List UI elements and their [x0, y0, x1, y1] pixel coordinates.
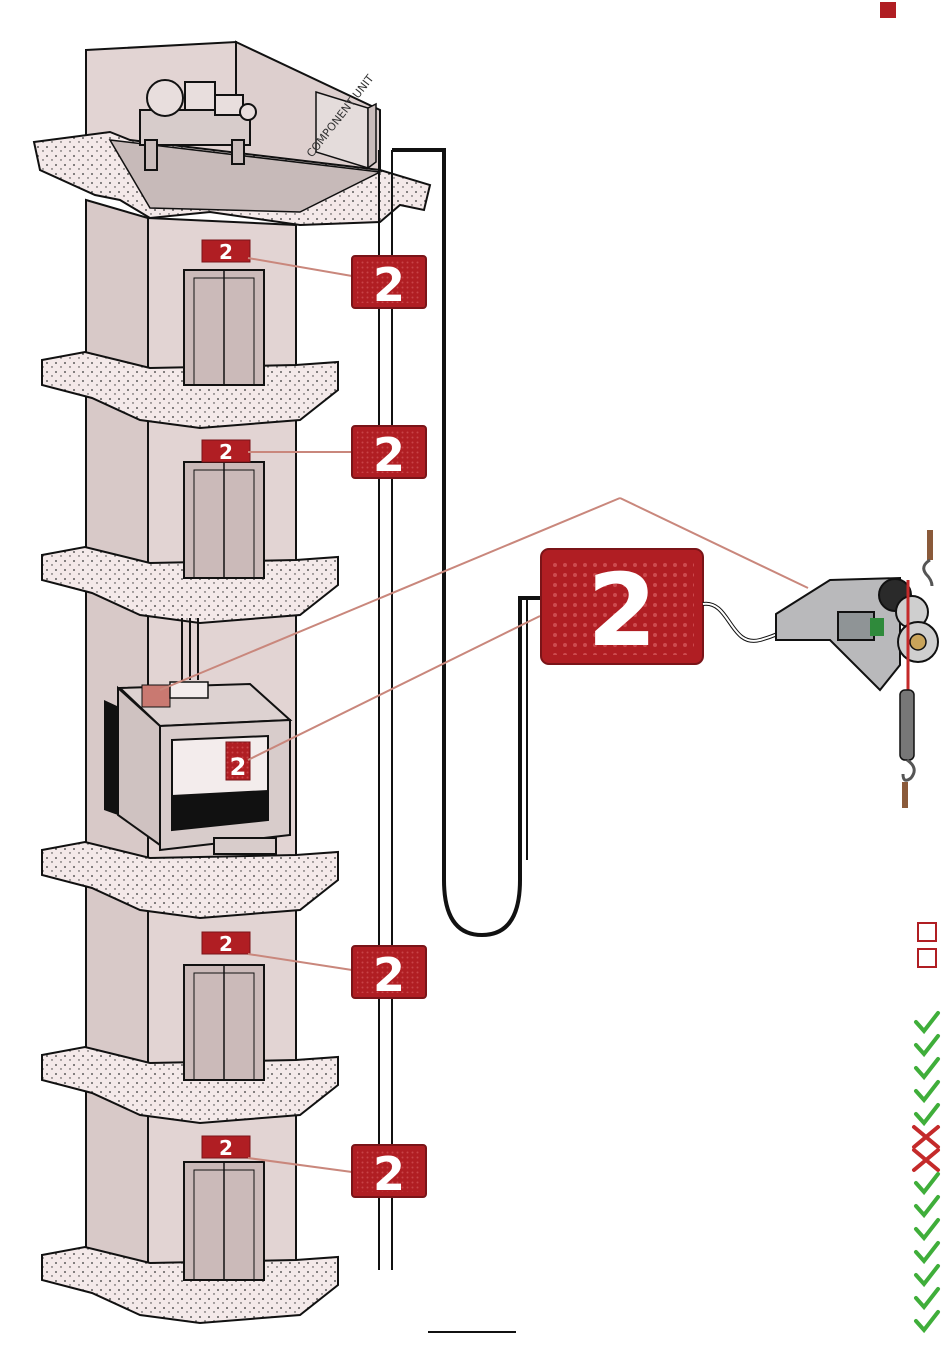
landing-door — [184, 1162, 264, 1280]
car-display-value: 2 — [230, 753, 247, 781]
landing-door — [184, 965, 264, 1080]
landing-indicator: 2 — [202, 240, 250, 264]
main-display: 2 — [541, 549, 703, 669]
floor-indicator-value: 2 — [373, 258, 405, 312]
check-mark-icon — [916, 1312, 938, 1330]
landing-indicator: 2 — [202, 440, 250, 464]
landing-indicator-value: 2 — [219, 1136, 233, 1160]
landing-indicator-value: 2 — [219, 932, 233, 956]
rope-sensor-icon — [776, 530, 938, 808]
check-mark-icon — [916, 1289, 938, 1307]
landing-indicator-value: 2 — [219, 240, 233, 264]
landing-indicator: 2 — [202, 1136, 250, 1160]
floor-indicator: 2 — [352, 946, 426, 1002]
floor-indicator-value: 2 — [373, 1147, 405, 1201]
floor-indicator: 2 — [352, 256, 426, 312]
legend-checkbox — [918, 923, 936, 941]
check-mark-icon — [916, 1243, 938, 1261]
check-mark-icon — [916, 1105, 938, 1123]
floor-indicator-value: 2 — [373, 948, 405, 1002]
check-mark-icon — [916, 1059, 938, 1077]
landing-door — [184, 270, 264, 385]
check-mark-icon — [916, 1174, 938, 1192]
check-mark-icon — [916, 1082, 938, 1100]
landing-door — [184, 462, 264, 578]
floor-indicator: 2 — [352, 426, 426, 482]
check-mark-icon — [916, 1013, 938, 1031]
floor-indicator: 2 — [352, 1145, 426, 1201]
legend-checkbox — [918, 949, 936, 967]
check-mark-icon — [916, 1220, 938, 1238]
main-display-value: 2 — [587, 552, 657, 669]
cross-mark-icon — [914, 1150, 938, 1170]
landing-indicator: 2 — [202, 932, 250, 956]
machine-room: COMPONENT UNIT — [34, 42, 430, 225]
floor-indicator-value: 2 — [373, 428, 405, 482]
landing-indicator-value: 2 — [219, 440, 233, 464]
corner-marker — [880, 2, 896, 18]
check-mark-icon — [916, 1197, 938, 1215]
check-mark-icon — [916, 1036, 938, 1054]
check-mark-icon — [916, 1266, 938, 1284]
cross-mark-icon — [914, 1127, 938, 1147]
